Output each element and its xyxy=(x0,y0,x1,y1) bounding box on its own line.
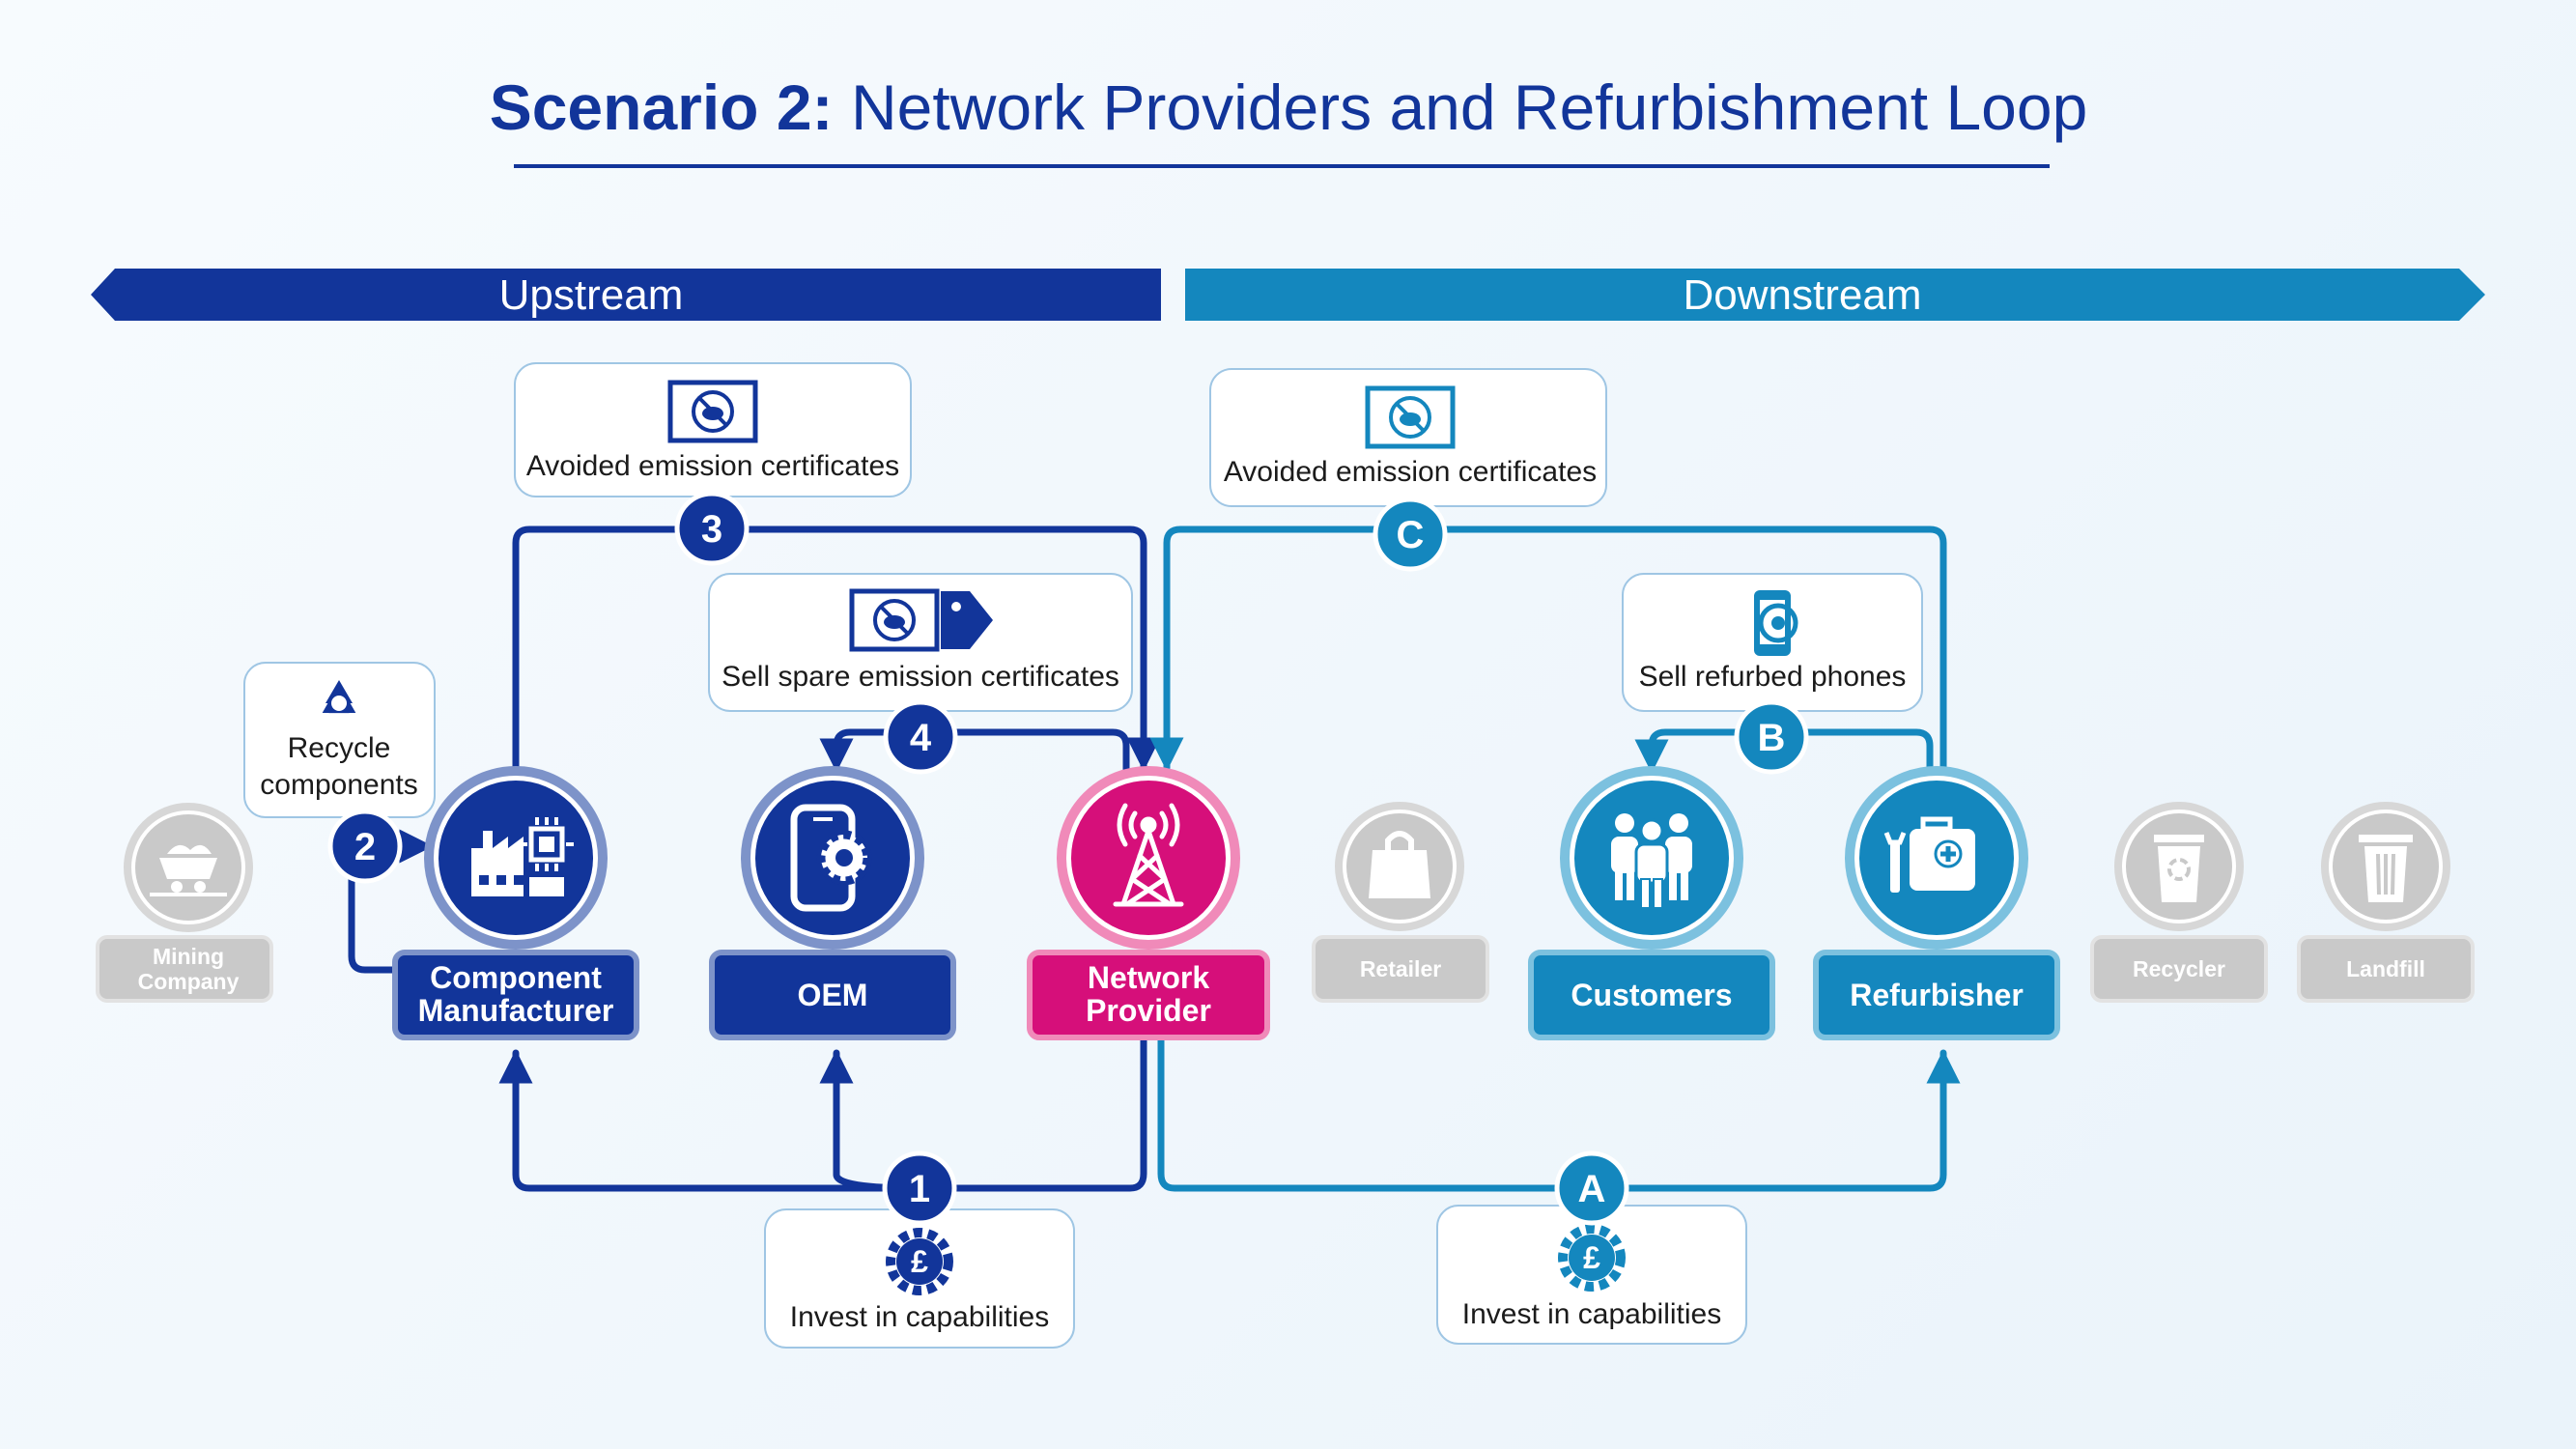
loop-a-line xyxy=(1157,1035,1961,1192)
page-title: Scenario 2: Network Providers and Refurb… xyxy=(490,71,2088,143)
invest-capabilities-box-upstream: £ Invest in capabilities xyxy=(764,1208,1075,1349)
component-label-line2: Manufacturer xyxy=(418,993,614,1028)
factory-chip-icon xyxy=(471,817,574,896)
svg-text:£: £ xyxy=(1583,1240,1600,1275)
mine-cart-icon xyxy=(150,844,227,896)
title-regular: Network Providers and Refurbishment Loop xyxy=(851,71,2087,143)
refurbed-phone-icon xyxy=(1754,590,1798,656)
node-retailer: Retailer xyxy=(1312,802,1489,1003)
network-label-line1: Network xyxy=(1088,960,1209,995)
sell-refurbed-phones-text: Sell refurbed phones xyxy=(1639,661,1907,693)
node-oem: OEM xyxy=(709,766,956,1040)
node-component-manufacturer: Component Manufacturer xyxy=(392,766,639,1040)
sell-spare-emission-text: Sell spare emission certificates xyxy=(722,661,1119,693)
svg-text:C: C xyxy=(1397,514,1425,556)
retailer-label: Retailer xyxy=(1360,956,1441,981)
upstream-band: Upstream xyxy=(91,269,1161,321)
shopping-bag-icon xyxy=(1369,831,1430,898)
people-icon xyxy=(1611,813,1692,909)
svg-text:£: £ xyxy=(911,1244,928,1279)
badge-4: 4 xyxy=(883,699,958,775)
badge-2: 2 xyxy=(327,809,403,884)
oem-label: OEM xyxy=(798,978,868,1012)
radio-tower-icon xyxy=(1113,803,1184,907)
pound-gear-icon: £ xyxy=(886,1228,953,1295)
avoided-emission-icon xyxy=(667,380,758,443)
title-bold: Scenario 2: xyxy=(490,71,834,143)
loop-1-line xyxy=(498,1035,1147,1192)
loop-c-line xyxy=(1149,526,1947,784)
node-mining-company: Mining Company xyxy=(96,803,273,1003)
loop-3-line xyxy=(512,526,1161,789)
recycler-label: Recycler xyxy=(2133,956,2225,981)
toolbox-icon xyxy=(1883,816,1975,893)
avoided-emission-box-upstream: Avoided emission certificates xyxy=(514,362,912,497)
sell-spare-emission-box: Sell spare emission certificates xyxy=(708,573,1133,712)
avoided-emission-box-downstream: Avoided emission certificates xyxy=(1209,368,1607,507)
invest-capabilities-text-upstream: Invest in capabilities xyxy=(790,1301,1049,1333)
recycle-components-line1: Recycle xyxy=(288,732,391,764)
recycle-components-box: Recycle components xyxy=(243,662,436,818)
badge-c: C xyxy=(1373,497,1448,572)
avoided-emission-text-upstream: Avoided emission certificates xyxy=(526,450,899,482)
avoided-emission-icon xyxy=(1365,385,1456,449)
badge-1: 1 xyxy=(882,1151,957,1226)
badge-a: A xyxy=(1554,1151,1629,1226)
badge-b: B xyxy=(1734,699,1809,775)
node-recycler: Recycler xyxy=(2090,802,2268,1003)
svg-text:B: B xyxy=(1758,717,1786,759)
node-network-provider: Network Provider xyxy=(1027,766,1270,1040)
node-landfill: Landfill xyxy=(2297,802,2475,1003)
svg-text:1: 1 xyxy=(909,1168,930,1210)
refurbisher-label: Refurbisher xyxy=(1850,978,2024,1012)
component-label-line1: Component xyxy=(430,960,602,995)
invest-capabilities-box-downstream: £ Invest in capabilities xyxy=(1436,1205,1747,1345)
network-label-line2: Provider xyxy=(1086,993,1211,1028)
trash-can-icon xyxy=(2359,835,2413,902)
invest-capabilities-text-downstream: Invest in capabilities xyxy=(1462,1298,1721,1330)
recycle-icon xyxy=(322,680,356,714)
pound-gear-icon: £ xyxy=(1558,1224,1626,1292)
landfill-label: Landfill xyxy=(2346,956,2425,981)
downstream-label: Downstream xyxy=(1684,271,1922,319)
emission-tag-icon xyxy=(849,588,993,652)
svg-text:3: 3 xyxy=(701,508,722,551)
svg-text:A: A xyxy=(1578,1168,1606,1210)
node-customers: Customers xyxy=(1528,766,1775,1040)
recycle-components-line2: components xyxy=(260,769,417,801)
node-refurbisher: Refurbisher xyxy=(1813,766,2060,1040)
downstream-band: Downstream xyxy=(1185,269,2485,321)
svg-text:2: 2 xyxy=(354,826,376,868)
recycle-bin-icon xyxy=(2154,835,2204,902)
svg-text:4: 4 xyxy=(910,717,932,759)
mining-label-line2: Company xyxy=(138,969,240,994)
upstream-label: Upstream xyxy=(499,271,684,319)
loop-4-line xyxy=(819,728,1130,777)
phone-gear-icon xyxy=(790,804,872,912)
avoided-emission-text-downstream: Avoided emission certificates xyxy=(1224,456,1597,488)
mining-label-line1: Mining xyxy=(153,944,224,969)
sell-refurbed-phones-box: Sell refurbed phones xyxy=(1622,573,1923,712)
customers-label: Customers xyxy=(1571,978,1732,1012)
badge-3: 3 xyxy=(674,491,750,566)
